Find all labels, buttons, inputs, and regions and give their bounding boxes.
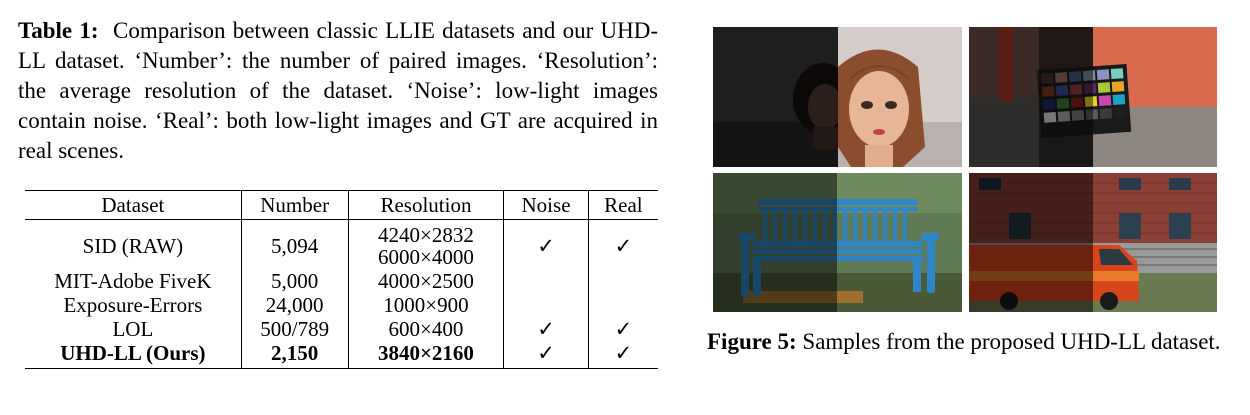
- header-number: Number: [240, 190, 349, 220]
- header-dataset: Dataset: [101, 193, 165, 217]
- sample-image-bench: [713, 173, 962, 312]
- dataset-comparison-table: Dataset Number Resolution Noise Real SID…: [25, 190, 658, 369]
- cell-dataset: SID (RAW): [82, 234, 184, 258]
- cell-real: [587, 293, 658, 317]
- table-caption-text: Comparison between classic LLIE datasets…: [18, 18, 659, 163]
- cell-dataset: Exposure-Errors: [63, 293, 203, 317]
- cell-resolution: 4000×2500: [347, 269, 504, 293]
- figure-caption-text: Samples from the proposed UHD-LL dataset…: [802, 329, 1221, 354]
- cell-dataset: MIT-Adobe FiveK: [54, 269, 212, 293]
- cell-number: 24,000: [240, 293, 349, 317]
- cell-resolution: 600×400: [347, 317, 504, 341]
- building-sample-svg: [969, 173, 1217, 312]
- figure-caption: Figure 5: Samples from the proposed UHD-…: [707, 327, 1237, 357]
- cell-noise: ✓: [503, 317, 589, 341]
- cell-dataset: UHD-LL (Ours): [60, 341, 206, 365]
- color-checker-sample-svg: [969, 27, 1217, 167]
- table-row: LOL 500/789 600×400 ✓ ✓: [25, 317, 658, 341]
- mannequin-sample-svg: [713, 27, 962, 167]
- table-caption: Table 1: Comparison between classic LLIE…: [18, 16, 658, 166]
- cell-number: 2,150: [240, 341, 349, 369]
- sample-image-building: [969, 173, 1217, 312]
- cell-real: ✓: [587, 341, 658, 369]
- cell-resolution: 1000×900: [347, 293, 504, 317]
- cell-noise: ✓: [503, 219, 589, 269]
- table-caption-label: Table 1:: [18, 18, 99, 43]
- cell-noise: [503, 269, 589, 293]
- cell-resolution: 3840×2160: [347, 341, 504, 369]
- bench-sample-svg: [713, 173, 962, 312]
- table-row: SID (RAW) 5,094 4240×2832 6000×4000 ✓ ✓: [25, 219, 658, 269]
- cell-number: 500/789: [240, 317, 349, 341]
- figure-caption-label: Figure 5:: [707, 329, 797, 354]
- cell-resolution-line: 6000×4000: [378, 245, 474, 269]
- table-row-ours: UHD-LL (Ours) 2,150 3840×2160 ✓ ✓: [25, 341, 658, 369]
- cell-real: ✓: [587, 219, 658, 269]
- cell-number: 5,094: [240, 219, 349, 269]
- sample-image-mannequin: [713, 27, 962, 167]
- table-header-row: Dataset Number Resolution Noise Real: [25, 190, 658, 220]
- cell-number: 5,000: [240, 269, 349, 293]
- cell-resolution-line: 4240×2832: [378, 223, 474, 247]
- cell-noise: [503, 293, 589, 317]
- header-noise: Noise: [503, 190, 589, 220]
- cell-real: [587, 269, 658, 293]
- cell-real: ✓: [587, 317, 658, 341]
- cell-dataset: LOL: [112, 317, 154, 341]
- header-resolution: Resolution: [347, 190, 504, 220]
- table-row: MIT-Adobe FiveK 5,000 4000×2500: [25, 269, 658, 293]
- cell-noise: ✓: [503, 341, 589, 369]
- sample-image-color-checker: [969, 27, 1217, 167]
- table-row: Exposure-Errors 24,000 1000×900: [25, 293, 658, 317]
- header-real: Real: [587, 190, 658, 220]
- cell-resolution: 4240×2832 6000×4000: [347, 219, 504, 269]
